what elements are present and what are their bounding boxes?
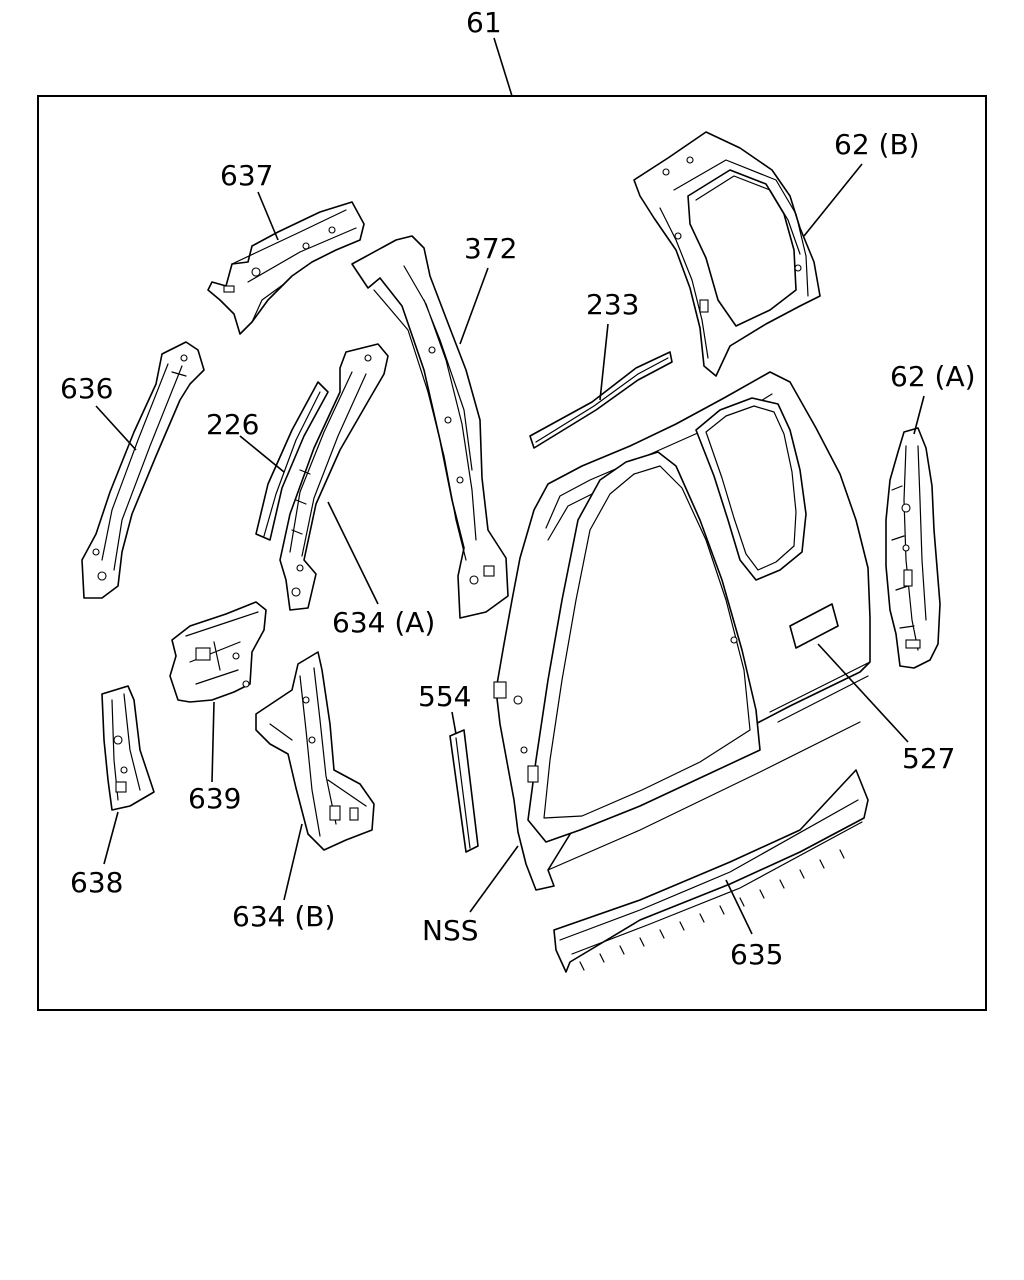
callout-527: 527 bbox=[902, 742, 955, 775]
callout-638: 638 bbox=[70, 866, 123, 899]
part-639 bbox=[169, 601, 267, 703]
callout-634b: 634 (B) bbox=[232, 900, 335, 933]
part-62a bbox=[885, 427, 941, 669]
callout-62b: 62 (B) bbox=[834, 128, 920, 161]
leader-636 bbox=[95, 405, 137, 451]
leader-372 bbox=[459, 267, 489, 345]
part-638 bbox=[101, 685, 155, 811]
part-636 bbox=[81, 341, 205, 599]
callout-635: 635 bbox=[730, 938, 783, 971]
callout-554: 554 bbox=[418, 680, 471, 713]
callout-226: 226 bbox=[206, 408, 259, 441]
callout-61: 61 bbox=[466, 6, 502, 39]
part-233 bbox=[529, 351, 673, 449]
part-634b bbox=[255, 651, 375, 851]
leader-62a bbox=[913, 395, 925, 435]
part-637 bbox=[207, 201, 365, 335]
callout-637: 637 bbox=[220, 159, 273, 192]
leader-233 bbox=[599, 323, 609, 401]
leader-638 bbox=[103, 811, 119, 865]
part-226 bbox=[255, 381, 329, 541]
leader-634a bbox=[327, 501, 379, 605]
callout-372: 372 bbox=[464, 232, 517, 265]
callout-62a: 62 (A) bbox=[890, 360, 976, 393]
part-nss-side-panel bbox=[493, 371, 871, 891]
part-372 bbox=[351, 235, 509, 619]
part-554 bbox=[449, 729, 479, 853]
part-62b bbox=[633, 131, 821, 377]
leader-637 bbox=[257, 191, 279, 241]
leader-226 bbox=[239, 435, 285, 473]
callout-634a: 634 (A) bbox=[332, 606, 435, 639]
part-634a bbox=[279, 343, 389, 611]
leader-nss bbox=[469, 845, 519, 913]
leader-527 bbox=[817, 643, 909, 743]
leader-554 bbox=[451, 711, 457, 735]
callout-nss: NSS bbox=[422, 914, 479, 947]
leader-61 bbox=[493, 37, 513, 97]
leader-635 bbox=[725, 879, 753, 935]
part-635 bbox=[553, 769, 869, 973]
leader-62b bbox=[803, 163, 863, 237]
leader-634b bbox=[283, 823, 303, 901]
leader-639 bbox=[211, 701, 215, 783]
callout-639: 639 bbox=[188, 782, 241, 815]
callout-233: 233 bbox=[586, 288, 639, 321]
callout-636: 636 bbox=[60, 372, 113, 405]
